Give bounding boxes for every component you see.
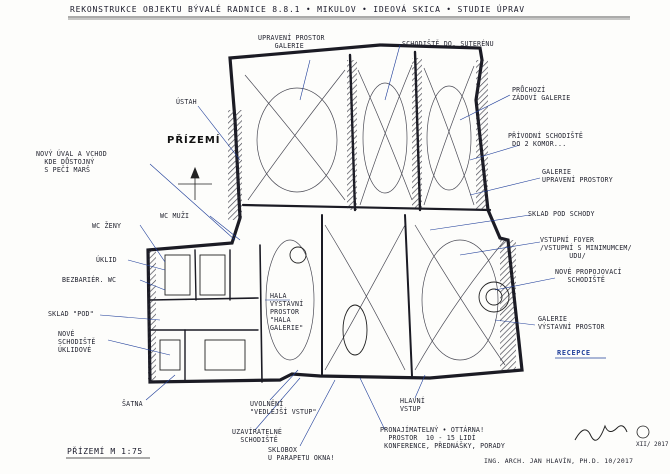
label-display-case: SKLOBOX U PARAPETU OKNA! <box>268 446 335 462</box>
label-upper-space-gallery: UPRAVENÍ PROSTOR GALERIE <box>258 34 325 50</box>
label-wardrobe: ŠATNA <box>122 400 143 408</box>
label-main-entry: HLAVNÍ VSTUP <box>400 397 426 413</box>
label-wc-women: WC ŽENY <box>92 222 122 230</box>
floor-label: PŘÍZEMÍ <box>167 135 221 146</box>
reception-label: RECEPCE <box>557 349 591 357</box>
building-outline <box>146 43 524 384</box>
scale-label: PŘÍZEMÍ M 1:75 <box>67 447 143 456</box>
label-wc-men: WC MUŽI <box>160 212 190 220</box>
label-side-entry: UVOLNĚNÍ "VEDLEJŠÍ VSTUP" <box>250 400 317 416</box>
signature-scribble <box>574 424 628 441</box>
label-new-wall-doors: NOVÝ ÚVAL A VCHOD KDE DŮSTOJNÝ S PEČÍ MA… <box>36 150 107 174</box>
label-new-stairs-rooms: PŘÍVODNÍ SCHODIŠTĚ DO 2 KOMOR... <box>508 132 584 148</box>
label-gallery-exhibition: GALERIE VÝSTAVNÍ PROSTOR <box>538 315 605 331</box>
label-hall-exhibition: HALA VÝSTAVNÍ PROSTOR "HALA GALERIE" <box>270 292 304 332</box>
label-new-spiral-stairs: NOVÉ PROPOJOVACÍ SCHODIŠTĚ <box>555 268 622 284</box>
label-gallery-space: GALERIE UPRAVENÍ PROSTORY <box>542 168 613 184</box>
author-signature-text: ING. ARCH. JAN HLAVÍN, PH.D. 10/2017 <box>484 457 634 465</box>
north-arrow-icon <box>178 166 212 200</box>
label-cleaning: ÚKLID <box>96 256 117 264</box>
label-entry-foyer: VSTUPNÍ FOYER /VSTUPNÍ S MINIMUMCEM/ UDU… <box>540 236 632 260</box>
furniture <box>159 246 510 371</box>
label-staircase-basement: SCHODIŠTĚ DO. SUTERÉNU <box>402 40 494 48</box>
label-barrier-free-wc: BEZBARIÉR. WC <box>62 276 117 284</box>
label-exit: ÚSTAH <box>176 98 197 106</box>
wall-hatching <box>148 58 516 382</box>
label-storage-under-stairs: SKLAD POD SCHODY <box>528 210 595 218</box>
vault-lines <box>244 64 506 371</box>
label-wheelchair-access: UZAVÍRATELNÉ SCHODIŠTĚ <box>232 428 283 444</box>
label-new-stairs-service: NOVÉ SCHODIŠTĚ ÚKLIDOVÉ <box>58 330 96 354</box>
label-passage-gallery: PRŮCHOZÍ ZÁDOVÍ GALERIE <box>512 86 571 102</box>
label-storage-under: SKLAD "POD" <box>48 310 94 318</box>
drawing-title: REKONSTRUKCE OBJEKTU BÝVALÉ RADNICE 8.8.… <box>70 5 525 14</box>
leader-lines <box>99 44 556 447</box>
signature-date: XII/ 2017 <box>636 441 669 448</box>
label-rental-space: PRONAJÍMATELNÝ • OTTÁRNA! PROSTOR 10 - 1… <box>380 426 506 450</box>
